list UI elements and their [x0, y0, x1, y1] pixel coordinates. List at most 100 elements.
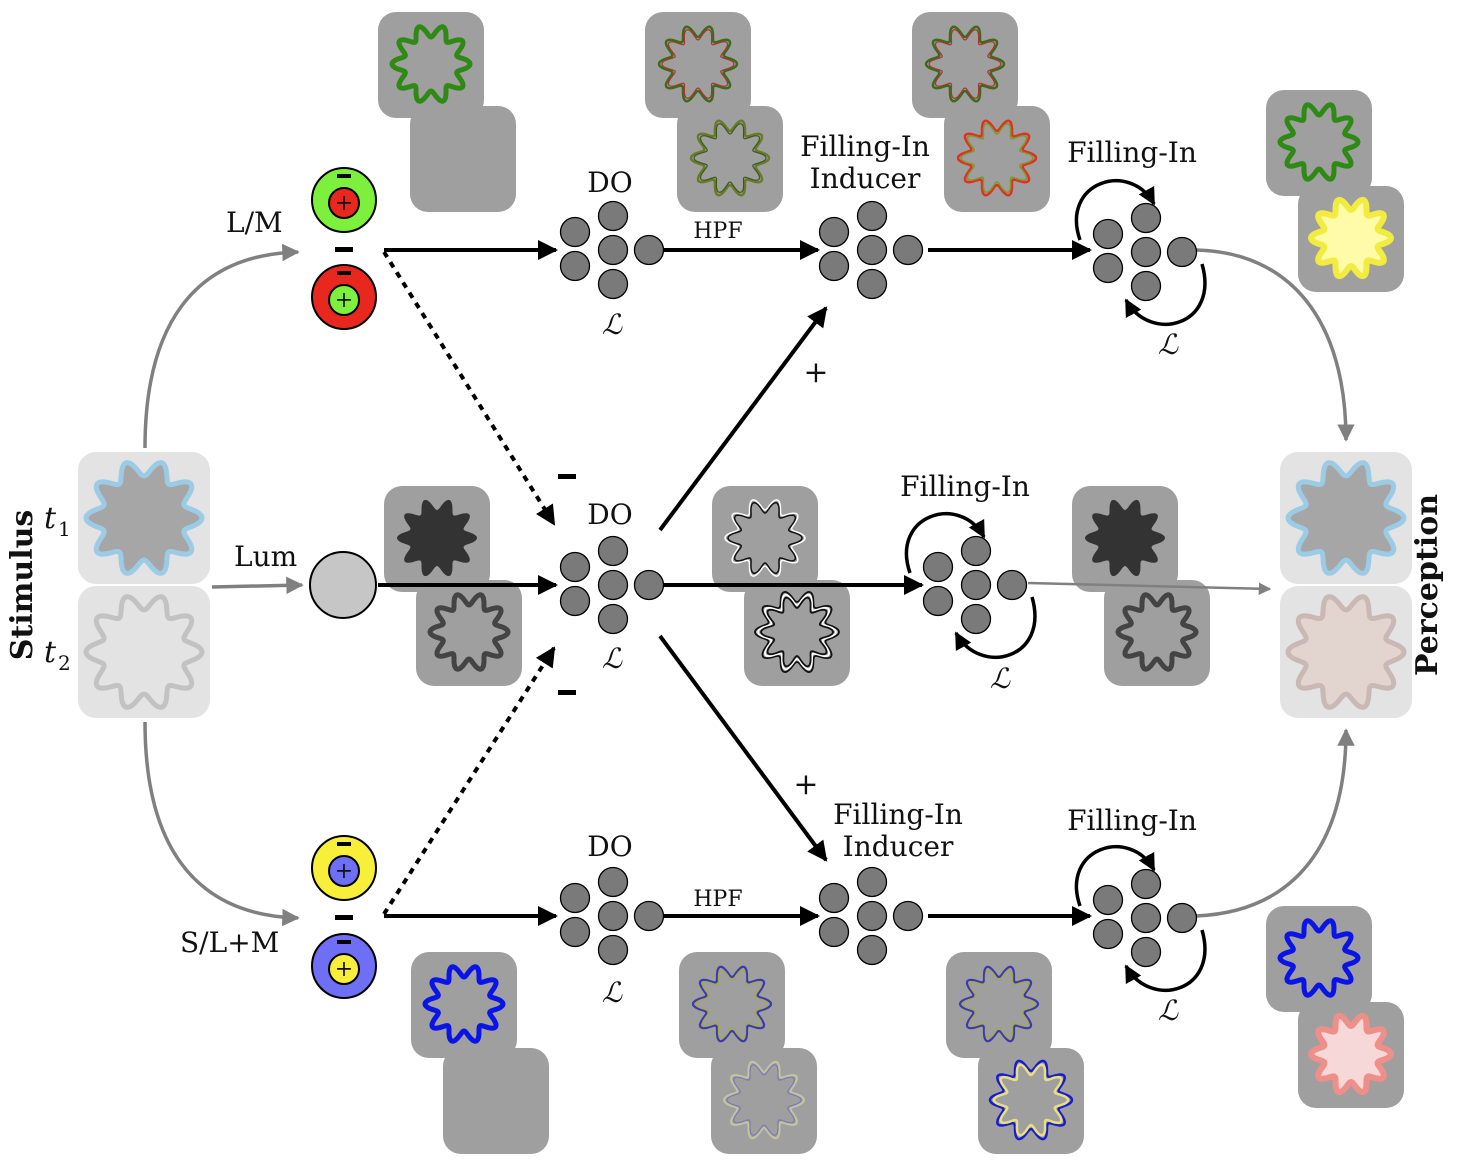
fillin-top-node-4	[1166, 236, 1198, 268]
inducer-top-node-4	[892, 234, 924, 266]
fillin-mid	[922, 535, 1028, 635]
fillin-bot-node-0	[1130, 868, 1162, 900]
mid-do-flower-1b	[727, 502, 803, 574]
label-stimulus: Stimulus	[5, 510, 40, 661]
do-bot-node-5	[597, 934, 629, 966]
sy-cell-blue-inner	[328, 953, 360, 985]
sy-cell-blue-minus-mark	[337, 940, 351, 944]
minus-mid-top	[558, 474, 576, 479]
stimulus-flower-t2	[83, 594, 205, 710]
inducer-bot-node-0	[856, 866, 888, 898]
label-inducer-bot-1: Filling-In	[833, 798, 963, 831]
lm-cell-red-minus-mark	[337, 271, 351, 275]
do-top-node-1	[559, 216, 591, 248]
label-hpf-bot: HPF	[693, 887, 742, 912]
do-top-node-4	[633, 234, 665, 266]
do-top-node-2	[559, 250, 591, 282]
mid-input-flower-outline	[427, 592, 511, 672]
fillin-top-node-2	[1092, 252, 1124, 284]
label-slm: S/L+M	[180, 926, 279, 959]
fillin-top	[1092, 202, 1198, 302]
bot-input-panel-2	[443, 1048, 549, 1154]
label-fillin-top: Filling-In	[1067, 136, 1197, 169]
lm-cell-red-inner	[328, 284, 360, 316]
do-bot-node-0	[597, 866, 629, 898]
top-input-flower	[389, 24, 473, 104]
bot-out-flower-1	[1277, 918, 1361, 998]
label-L-do-bot: ℒ	[602, 976, 623, 1009]
lm-minus-between	[335, 247, 353, 252]
inducer-bot-node-5	[856, 934, 888, 966]
sy-cell-yellow-minus-mark	[337, 842, 351, 846]
bot-ind-flower-1a	[958, 965, 1040, 1043]
fillin-top-node-5	[1130, 270, 1162, 302]
do-mid	[559, 535, 665, 635]
label-do-top: DO	[587, 166, 632, 199]
fillin-top-node-1	[1092, 218, 1124, 250]
do-mid-node-3	[597, 569, 629, 601]
label-lum: Lum	[234, 540, 297, 573]
fillin-top-node-3	[1130, 236, 1162, 268]
inducer-bot	[818, 866, 924, 966]
label-plus-bot: +	[793, 767, 818, 802]
lm-cell-red-plus-label: +	[335, 288, 353, 313]
top-do-flower-1a	[657, 25, 739, 103]
inducer-top-node-2	[818, 250, 850, 282]
label-L-do-top: ℒ	[602, 308, 623, 341]
do-mid-node-5	[597, 603, 629, 635]
top-do-flower-1b	[661, 29, 735, 99]
fillin-bot-node-4	[1166, 902, 1198, 934]
label-L-fillin-mid: ℒ	[990, 662, 1011, 695]
stimulus-flower-t1	[83, 460, 205, 576]
mid-out-flower-dark	[1085, 499, 1165, 577]
lm-cell-green-minus-mark	[337, 174, 351, 178]
arrow-slm-inhibit-mid	[382, 646, 556, 916]
bot-do-flower-1a	[691, 965, 773, 1043]
label-inducer-top-2: Inducer	[810, 162, 921, 195]
mid-input-flower-dark	[397, 499, 477, 577]
top-input-panel-2	[410, 106, 516, 212]
inducer-bot-node-1	[818, 882, 850, 914]
do-bot-node-4	[633, 900, 665, 932]
inducer-top-node-1	[818, 216, 850, 248]
label-t2-base: t	[44, 635, 57, 670]
perception-flower-t2	[1285, 594, 1407, 710]
label-plus-top: +	[803, 355, 828, 390]
fillin-mid-node-1	[922, 551, 954, 583]
mid-do-flower-2c	[760, 596, 834, 668]
inducer-bot-node-3	[856, 900, 888, 932]
do-top-node-5	[597, 268, 629, 300]
arrow-stim-to-slm	[143, 721, 300, 927]
label-do-mid: DO	[587, 498, 632, 531]
do-mid-node-4	[633, 569, 665, 601]
label-inducer-bot-2: Inducer	[843, 830, 954, 863]
lm-cell-green-inner	[328, 187, 360, 219]
do-bot-node-2	[559, 916, 591, 948]
mid-do-panel-1	[712, 486, 818, 592]
top-out-flower-2	[1308, 196, 1394, 280]
top-ind-flower-2a	[956, 119, 1038, 197]
top-do-panel-1	[645, 12, 751, 118]
label-t1-sub: 1	[58, 517, 71, 541]
arrow-mid-to-inducer-bot	[658, 634, 828, 862]
label-t2-sub: 2	[58, 651, 71, 675]
top-out-flower-1	[1277, 102, 1361, 182]
label-do-bot: DO	[587, 830, 632, 863]
perception-flower-t1	[1285, 460, 1407, 576]
bot-do-flower-2a	[722, 1060, 806, 1140]
fillin-bot-node-1	[1092, 884, 1124, 916]
do-mid-node-2	[559, 585, 591, 617]
label-fillin-bot: Filling-In	[1067, 804, 1197, 837]
do-mid-node-0	[597, 535, 629, 567]
do-top-node-0	[597, 200, 629, 232]
fillin-mid-node-4	[996, 569, 1028, 601]
bot-ind-flower-2b	[992, 1063, 1070, 1137]
label-inducer-top-1: Filling-In	[800, 130, 930, 163]
lum-cell	[309, 551, 377, 619]
bot-input-flower	[422, 964, 506, 1044]
arrow-mid-to-inducer-top	[658, 306, 828, 532]
top-do-panel-2	[677, 106, 783, 212]
label-fillin-mid: Filling-In	[900, 470, 1030, 503]
fillin-bot	[1092, 868, 1198, 968]
do-mid-node-1	[559, 551, 591, 583]
